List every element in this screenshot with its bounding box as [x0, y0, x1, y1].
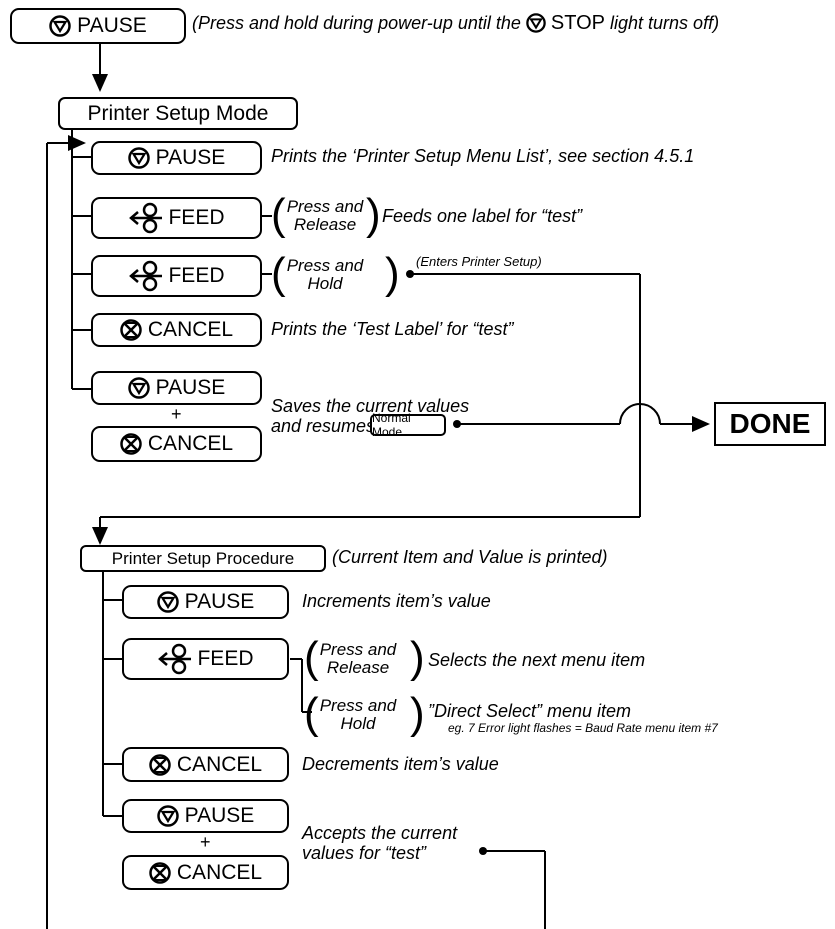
normal-mode-box: Normal Mode	[370, 411, 446, 439]
procedure-feed-button[interactable]: FEED	[122, 638, 289, 680]
procedure-cancel-desc: Decrements item’s value	[302, 754, 499, 774]
setup-procedure-title: Printer Setup Procedure	[111, 548, 295, 568]
close-paren: )	[410, 633, 425, 682]
setup-feed-hold-button[interactable]: FEED	[91, 255, 262, 297]
feed-icon	[129, 260, 163, 292]
setup-combo-cancel-button[interactable]: CANCEL	[91, 426, 262, 462]
setup-mode-box: Printer Setup Mode	[58, 97, 298, 130]
setup-pause-button[interactable]: PAUSE	[91, 141, 262, 175]
setup-procedure-box: Printer Setup Procedure	[80, 545, 326, 572]
press-and: Press and	[286, 256, 364, 275]
accept-desc-line1: Accepts the current	[302, 823, 458, 843]
open-paren: (	[304, 689, 319, 738]
setup-cancel-button[interactable]: CANCEL	[91, 313, 262, 347]
pause-icon	[127, 377, 150, 399]
accept-desc-line2: values for “test”	[302, 843, 427, 863]
cancel-label: CANCEL	[176, 752, 263, 776]
cancel-label: CANCEL	[147, 432, 234, 455]
powerup-note: (Press and hold during power-up until th…	[192, 12, 719, 35]
hold: Hold	[340, 714, 376, 733]
pause-icon	[156, 591, 179, 613]
feed-label: FEED	[197, 647, 254, 670]
pause-label: PAUSE	[77, 14, 147, 37]
press-hold-text: Press and Hold	[318, 697, 398, 733]
press-release-text: Press and Release	[285, 198, 365, 234]
procedure-pause-desc: Increments item’s value	[302, 591, 491, 611]
cancel-icon	[120, 433, 142, 455]
open-paren: (	[271, 249, 286, 298]
cancel-icon	[149, 861, 171, 884]
direct-select-example: eg. 7 Error light flashes = Baud Rate me…	[448, 721, 718, 735]
pause-icon	[127, 147, 150, 169]
cancel-label: CANCEL	[147, 318, 234, 341]
hold: Hold	[307, 274, 343, 293]
press-and: Press and	[286, 197, 364, 216]
setup-cancel-desc: Prints the ‘Test Label’ for “test”	[271, 319, 514, 339]
setup-pause-desc: Prints the ‘Printer Setup Menu List’, se…	[271, 146, 695, 166]
close-paren: )	[385, 249, 400, 298]
select-next-desc: Selects the next menu item	[428, 650, 646, 670]
stop-label: STOP	[550, 12, 605, 34]
done-label: DONE	[729, 408, 811, 439]
close-paren: )	[410, 689, 425, 738]
pause-label: PAUSE	[184, 804, 255, 827]
procedure-combo-cancel-button[interactable]: CANCEL	[122, 855, 289, 890]
press-and: Press and	[319, 696, 397, 715]
procedure-note: (Current Item and Value is printed)	[332, 547, 608, 567]
pause-label: PAUSE	[155, 146, 226, 169]
top-pause-button[interactable]: PAUSE	[10, 8, 186, 44]
setup-mode-title: Printer Setup Mode	[87, 101, 269, 125]
powerup-note-suffix: light turns off)	[610, 13, 720, 33]
powerup-note-prefix: (Press and hold during power-up until th…	[192, 13, 521, 33]
pause-icon	[156, 805, 179, 827]
open-paren: (	[271, 190, 286, 239]
open-paren: (	[304, 633, 319, 682]
procedure-combo-pause-button[interactable]: PAUSE	[122, 799, 289, 833]
pause-icon	[49, 15, 71, 37]
press-release-text: Press and Release	[318, 641, 398, 677]
procedure-pause-button[interactable]: PAUSE	[122, 585, 289, 619]
close-paren: )	[366, 190, 381, 239]
plus-sign: +	[171, 404, 182, 424]
stop-icon	[526, 13, 546, 33]
press-hold-text: Press and Hold	[285, 257, 365, 293]
setup-feed-button[interactable]: FEED	[91, 197, 262, 239]
setup-combo-pause-button[interactable]: PAUSE	[91, 371, 262, 405]
procedure-cancel-button[interactable]: CANCEL	[122, 747, 289, 782]
release: Release	[293, 215, 357, 234]
save-desc-line1: Saves the current values	[271, 396, 470, 416]
feed-icon	[129, 202, 163, 234]
cancel-icon	[120, 319, 142, 341]
setup-feed-release-desc: Feeds one label for “test”	[382, 206, 583, 226]
save-desc-line2: and resumes	[271, 416, 376, 436]
pause-label: PAUSE	[184, 590, 255, 613]
feed-label: FEED	[168, 264, 225, 287]
normal-mode-label: Normal Mode	[372, 411, 411, 439]
pause-label: PAUSE	[155, 376, 226, 399]
feed-label: FEED	[168, 206, 225, 229]
plus-sign: +	[200, 832, 211, 852]
press-and: Press and	[319, 640, 397, 659]
done-box: DONE	[714, 402, 826, 446]
direct-select-desc: ”Direct Select” menu item	[428, 701, 632, 721]
cancel-icon	[149, 753, 171, 776]
feed-icon	[158, 643, 192, 675]
enters-setup-note: (Enters Printer Setup)	[416, 254, 542, 269]
release: Release	[326, 658, 390, 677]
cancel-label: CANCEL	[176, 860, 263, 884]
